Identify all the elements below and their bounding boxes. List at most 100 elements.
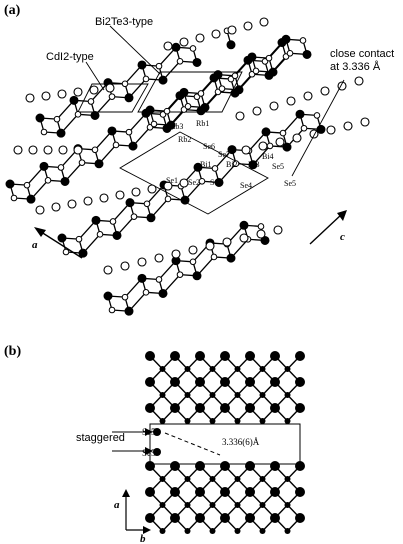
- rb-atom: [51, 202, 61, 212]
- bi-atom: [57, 164, 65, 171]
- panel-a-atoms: [5, 17, 370, 316]
- rb-atom: [227, 25, 237, 35]
- se-atom: [192, 271, 202, 281]
- bi-atom: [209, 476, 216, 482]
- rb-atom: [179, 37, 189, 47]
- rb-atom: [273, 225, 283, 235]
- se-atom: [195, 487, 205, 497]
- se-atom: [295, 351, 305, 361]
- bi-atom: [142, 289, 150, 296]
- se-atom: [220, 487, 230, 497]
- axis-a-label: a: [32, 239, 38, 251]
- se-atom: [270, 461, 280, 471]
- rb-atom: [131, 187, 141, 197]
- atom-label-se7: Se7: [218, 150, 230, 159]
- bi-atom: [78, 159, 86, 166]
- bi-atom: [300, 124, 308, 132]
- bi-atom: [40, 128, 48, 136]
- se-atom: [137, 273, 147, 283]
- rb-atom: [292, 133, 302, 143]
- bi-atom: [159, 476, 166, 482]
- cdi2-type-annotation: CdI2-type: [46, 51, 94, 63]
- bi-atom: [286, 49, 294, 57]
- rb-atom: [239, 233, 249, 243]
- bi2te3-type-annotation: Bi2Te3-type: [95, 16, 153, 28]
- se-atom: [145, 105, 155, 115]
- rb-atom: [103, 265, 113, 275]
- rb-atom: [115, 190, 125, 200]
- bi-atom: [234, 476, 241, 482]
- cdi2-block-outline: [77, 83, 149, 113]
- se-atom: [270, 351, 280, 361]
- bi-atom: [91, 146, 99, 154]
- se-atom: [226, 253, 236, 263]
- bi-atom: [284, 418, 291, 424]
- se-atom: [145, 487, 155, 497]
- bi-atom: [44, 177, 52, 184]
- bi-atom: [176, 57, 184, 65]
- rb-atom: [13, 145, 23, 155]
- bi-atom: [10, 194, 18, 202]
- bi-atom: [259, 528, 266, 534]
- se-atom: [91, 215, 101, 225]
- rb-atom: [235, 111, 245, 121]
- bi-atom: [198, 177, 206, 185]
- rb-atom: [171, 249, 181, 259]
- se-atom: [145, 377, 155, 387]
- se-atom: [158, 288, 168, 298]
- rb-atom: [241, 145, 251, 155]
- se-atom: [56, 128, 66, 138]
- bi-atom: [184, 502, 191, 508]
- se-atom: [213, 70, 223, 80]
- rb-atom: [58, 145, 68, 155]
- rb-atom: [67, 199, 77, 209]
- bi-atom: [108, 306, 116, 314]
- rb-atom: [188, 245, 198, 255]
- cdi2-pointer: [85, 61, 105, 91]
- se-atom: [193, 162, 203, 172]
- bi-atom: [284, 476, 291, 482]
- se-atom: [295, 109, 305, 119]
- se-atom: [195, 351, 205, 361]
- bi-atom: [234, 392, 241, 398]
- rb-atom: [360, 117, 370, 127]
- bi-atom: [234, 502, 241, 508]
- se-atom: [214, 177, 224, 187]
- bi-atom: [112, 141, 120, 149]
- rb-atom: [28, 145, 38, 155]
- bi-atom: [284, 366, 291, 372]
- rb-atom: [256, 229, 266, 239]
- se-atom: [39, 161, 49, 171]
- se-atom: [179, 87, 189, 97]
- bi-atom: [159, 418, 166, 424]
- se-atom: [145, 351, 155, 361]
- atom-label-bi2: Bi2: [226, 160, 238, 169]
- se-atom: [220, 377, 230, 387]
- atom-label-bi1: Bi1: [200, 160, 212, 169]
- se-atom: [239, 220, 249, 230]
- se-atom: [195, 461, 205, 471]
- se-atom: [226, 40, 236, 50]
- rb-atom: [35, 205, 45, 215]
- bi-atom: [142, 75, 150, 83]
- atom-label-se5: Se5: [272, 162, 284, 171]
- se-atom: [170, 461, 180, 471]
- se-atom: [145, 403, 155, 413]
- bi-atom: [184, 528, 191, 534]
- bi-atom: [184, 476, 191, 482]
- se-atom: [171, 42, 181, 52]
- rb-atom: [259, 17, 269, 27]
- bi-atom: [184, 392, 191, 398]
- bi-atom: [218, 85, 226, 92]
- rb-atom: [99, 193, 109, 203]
- rb-atom: [354, 76, 364, 86]
- bi-atom: [234, 528, 241, 534]
- se-atom: [220, 513, 230, 523]
- se-atom: [245, 377, 255, 387]
- bi-atom: [159, 528, 166, 534]
- distance-label: 3.336(6)Å: [222, 437, 260, 447]
- axis-b-a-label: a: [114, 499, 120, 511]
- bi-atom: [209, 392, 216, 398]
- atom-label-se3: Se3: [210, 178, 222, 187]
- axis-b-a-arrowhead: [122, 489, 130, 497]
